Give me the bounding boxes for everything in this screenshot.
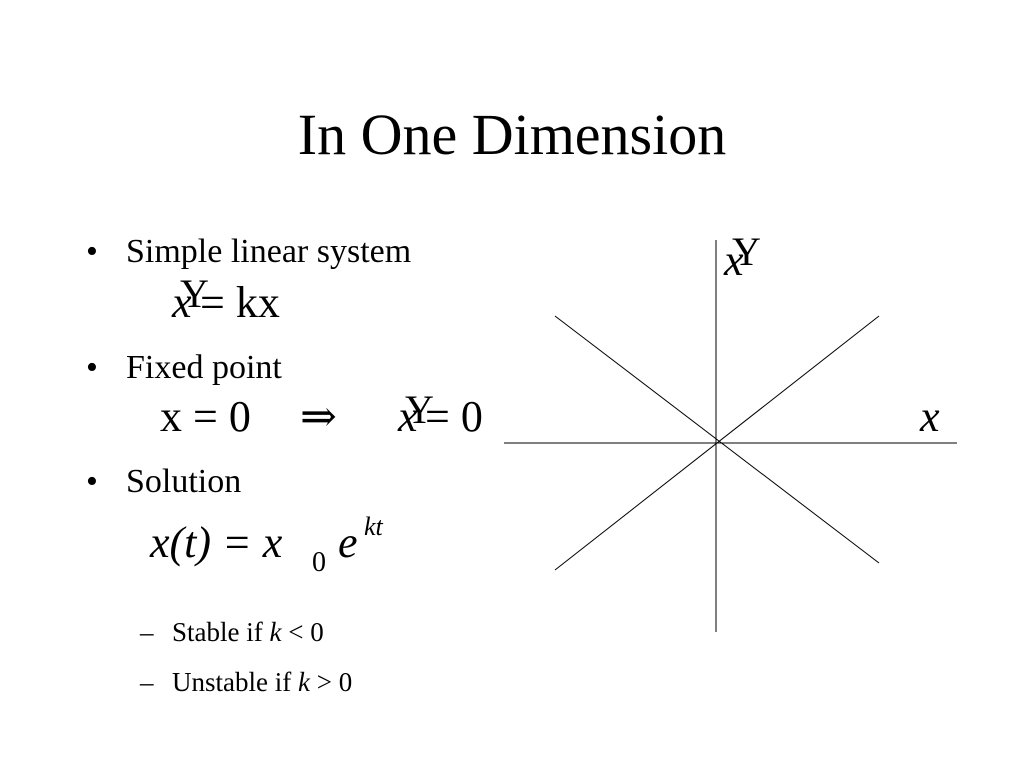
solution-lhs: x(t) = x <box>150 518 283 567</box>
var-k: k <box>297 667 310 697</box>
bullet-simple-linear-system: • Simple linear system <box>86 232 411 272</box>
bullet-fixed-point: • Fixed point <box>86 348 282 388</box>
slide-title: In One Dimension <box>297 102 727 167</box>
fixed-var: x <box>398 392 418 441</box>
dot-accent: Y <box>180 271 209 316</box>
bullet-dot-icon: • <box>86 233 98 270</box>
solution-exponent: kt <box>364 512 383 541</box>
subbullet-unstable: –Unstable if k > 0 <box>140 667 353 697</box>
bullet-dot-icon: • <box>86 349 98 386</box>
diagonal-line-1 <box>554 315 880 564</box>
bullet-label: Solution <box>126 463 242 500</box>
bullet-label: Fixed point <box>126 349 282 386</box>
subbullet-stable: –Stable if k < 0 <box>140 617 324 647</box>
equation-rhs: = kx <box>200 278 280 327</box>
dot-accent: Y <box>405 387 434 432</box>
bullet-dot-icon: • <box>86 463 98 500</box>
solution-subscript: 0 <box>312 547 326 578</box>
diagonal-line-2 <box>554 315 880 571</box>
y-axis-label: x <box>724 236 744 285</box>
var-k: k <box>269 617 282 647</box>
fixed-rhs: = 0 <box>425 392 483 441</box>
implies-icon: ⇒ <box>300 392 337 441</box>
bullet-label: Simple linear system <box>126 233 412 270</box>
y-axis-dot-accent: Y <box>732 229 761 274</box>
x-axis-label: x <box>920 392 940 441</box>
fixed-lhs: x = 0 <box>160 392 251 441</box>
solution-exp-base: e <box>338 518 358 567</box>
dash-icon: – <box>140 667 154 697</box>
dash-icon: – <box>140 617 154 647</box>
equation-lhs: x <box>172 278 192 327</box>
bullet-solution: • Solution <box>86 462 241 502</box>
